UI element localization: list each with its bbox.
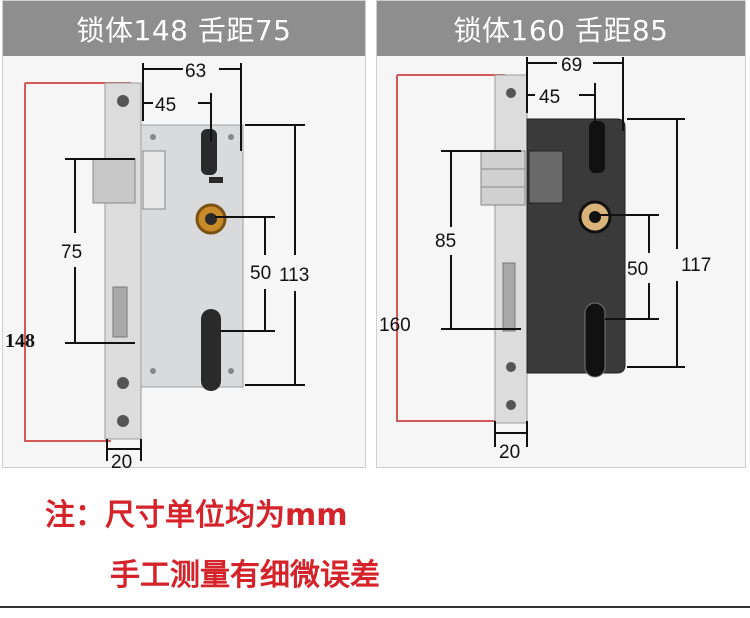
dim-faceplate: 160 xyxy=(379,315,411,336)
faceplate-outline xyxy=(396,74,505,422)
dim-height: 117 xyxy=(681,255,711,276)
spindle-hole xyxy=(205,213,217,225)
spindle-hole xyxy=(589,211,601,223)
lock-diagram-160: 69 45 85 50 117 160 20 xyxy=(379,55,711,463)
dim-top-wide: 63 xyxy=(185,61,206,82)
dim-bolt-gap: 85 xyxy=(435,231,456,252)
panel-title: 锁体148 舌距75 xyxy=(3,1,365,56)
screw-hole xyxy=(506,362,516,372)
bottom-divider xyxy=(0,606,750,608)
top-slot xyxy=(589,121,605,173)
latch-slot xyxy=(112,286,128,338)
lock-panel-160: 锁体160 舌距85 xyxy=(376,0,746,468)
screw-hole xyxy=(117,95,129,107)
dim-width: 20 xyxy=(499,442,520,463)
dim-bolt-gap: 75 xyxy=(61,242,82,263)
note-tolerance: 手工测量有细微误差 xyxy=(110,558,380,593)
panel-title: 锁体160 舌距85 xyxy=(377,1,745,56)
latch-bolt xyxy=(480,150,526,206)
dim-faceplate: 148 xyxy=(5,330,35,352)
dim-height: 113 xyxy=(279,265,309,286)
cylinder-hole xyxy=(201,309,221,391)
mid-slot xyxy=(209,177,223,183)
dim-top-narrow: 45 xyxy=(539,87,560,108)
screw-hole xyxy=(506,88,516,98)
dim-cyl-gap: 50 xyxy=(250,263,271,284)
screw-hole xyxy=(506,400,516,410)
screw-hole xyxy=(117,377,129,389)
dim-width: 20 xyxy=(111,452,132,469)
screw-hole xyxy=(117,415,129,427)
spring-block xyxy=(142,150,166,210)
lock-diagram-148: 63 45 75 50 113 148 20 xyxy=(5,61,309,469)
latch-bolt xyxy=(92,158,136,204)
dim-cyl-gap: 50 xyxy=(627,259,648,280)
latch-slot xyxy=(502,262,516,332)
dim-top-wide: 69 xyxy=(561,55,582,76)
lock-panel-148: 锁体148 舌距75 xyxy=(2,0,366,469)
top-slot xyxy=(201,129,217,175)
dim-top-narrow: 45 xyxy=(155,95,176,116)
spring-block xyxy=(528,150,564,204)
cylinder-hole xyxy=(584,302,606,378)
note-units: 注：尺寸单位均为mm xyxy=(45,498,348,533)
